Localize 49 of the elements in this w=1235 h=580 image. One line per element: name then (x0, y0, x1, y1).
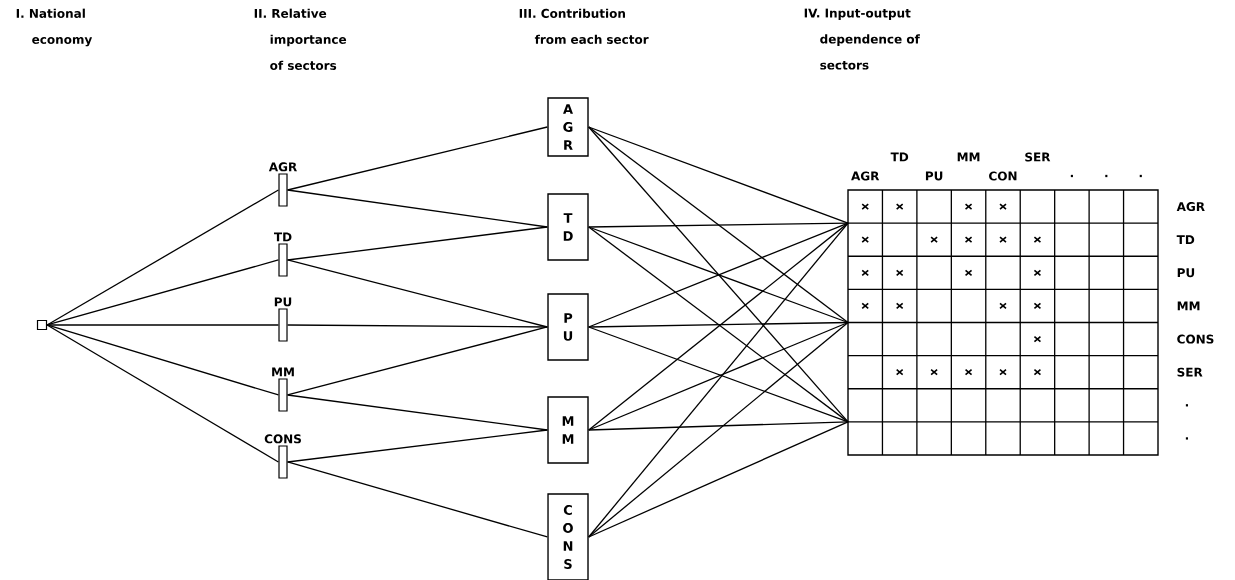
connector-line (46, 324, 280, 396)
connector-line (588, 222, 849, 228)
row-header: MM (1177, 301, 1200, 311)
column-header: AGR (851, 171, 880, 181)
column-header: PU (925, 171, 943, 181)
junction-square (36, 319, 48, 331)
section-title: I. National economy (16, 8, 93, 47)
sector-box: AGR (547, 97, 589, 157)
connector-line (588, 126, 849, 324)
connector-line (588, 421, 849, 431)
column-header: SER (1025, 152, 1051, 162)
connector-line (588, 321, 849, 328)
sector-box: PU (547, 293, 589, 361)
row-header: CONS (1177, 334, 1214, 344)
ellipsis-dot: . (1185, 437, 1188, 440)
connector-line (588, 321, 849, 538)
section-title: IV. Input-output dependence of sectors (804, 8, 920, 70)
ellipsis-dot: . (1070, 174, 1073, 178)
sector-box: TD (547, 193, 589, 261)
ellipsis-dot: . (1105, 174, 1108, 178)
connector-line (46, 324, 280, 463)
sector-box: CONS (547, 493, 589, 580)
connector-line (588, 222, 849, 538)
row-header: SER (1177, 367, 1203, 377)
connector-line (588, 126, 849, 423)
ellipsis-dot: . (1185, 404, 1188, 407)
section-title: III. Contribution from each sector (519, 8, 649, 44)
connector-line (286, 394, 548, 431)
connector-line (286, 189, 548, 228)
connector-line (588, 421, 849, 538)
connector-line (286, 326, 548, 396)
ellipsis-dot: . (1139, 174, 1142, 178)
connector-line (46, 189, 280, 326)
row-header: TD (1176, 235, 1195, 245)
column-header: CON (989, 171, 1017, 181)
connector-line (286, 461, 548, 538)
connector-line (46, 324, 280, 326)
connector-line (286, 324, 548, 328)
connector-line (286, 126, 548, 191)
column-header: TD (890, 152, 909, 162)
row-header: AGR (1176, 202, 1205, 212)
section-title: II. Relative importance of sectors (254, 8, 347, 70)
sector-box: MM (547, 396, 589, 464)
row-header: PU (1177, 268, 1195, 278)
input-output-matrix (847, 189, 1159, 456)
connector-line (286, 226, 548, 261)
connector-line (286, 429, 548, 463)
connector-line (588, 126, 849, 224)
column-header: MM (957, 152, 980, 162)
